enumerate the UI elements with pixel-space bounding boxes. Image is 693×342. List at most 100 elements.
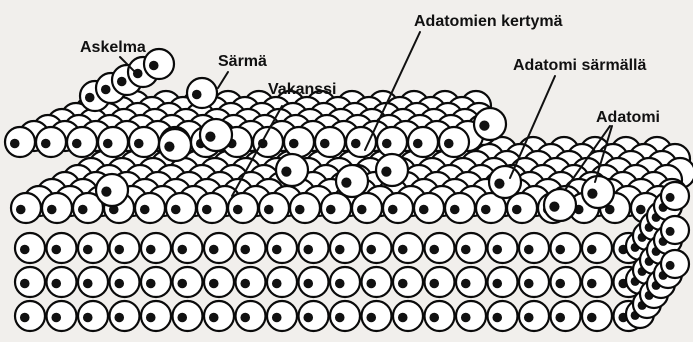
face-atom bbox=[299, 267, 329, 297]
face-atom bbox=[47, 267, 77, 297]
face-atom bbox=[456, 301, 486, 331]
surface-atom bbox=[135, 193, 165, 223]
face-atom bbox=[582, 301, 612, 331]
face-atom bbox=[47, 233, 77, 263]
surface-atom bbox=[42, 193, 72, 223]
surface-atom bbox=[352, 193, 382, 223]
face-atom bbox=[362, 233, 392, 263]
upper-terrace-atom bbox=[5, 127, 35, 157]
face-atom bbox=[551, 301, 581, 331]
upper-terrace-atom bbox=[98, 127, 128, 157]
face-atom bbox=[393, 267, 423, 297]
adatom-cluster-atom bbox=[276, 154, 308, 186]
edge-adatom bbox=[489, 166, 521, 198]
adatom bbox=[159, 129, 191, 161]
face-atom bbox=[425, 233, 455, 263]
label-cluster: Adatomien kertymä bbox=[414, 13, 563, 30]
face-atom bbox=[393, 233, 423, 263]
surface-atom bbox=[228, 193, 258, 223]
adatom-cluster-atom bbox=[336, 165, 368, 197]
edge-atom bbox=[187, 78, 217, 108]
adatom bbox=[96, 174, 128, 206]
adatom bbox=[474, 108, 506, 140]
surface-atom bbox=[414, 193, 444, 223]
face-atom bbox=[519, 233, 549, 263]
face-atom bbox=[110, 233, 140, 263]
side-atom bbox=[661, 182, 689, 210]
face-atom bbox=[15, 233, 45, 263]
face-atom bbox=[204, 233, 234, 263]
face-atom bbox=[204, 301, 234, 331]
face-atom bbox=[236, 233, 266, 263]
face-atom bbox=[236, 301, 266, 331]
surface-atom bbox=[259, 193, 289, 223]
upper-terrace-atom bbox=[284, 127, 314, 157]
face-atom bbox=[141, 233, 171, 263]
face-atom bbox=[78, 267, 108, 297]
face-atom bbox=[173, 301, 203, 331]
face-atom bbox=[582, 267, 612, 297]
face-atom bbox=[299, 233, 329, 263]
face-atom bbox=[236, 267, 266, 297]
face-atom bbox=[425, 301, 455, 331]
face-atom bbox=[47, 301, 77, 331]
face-atom bbox=[330, 267, 360, 297]
surface-atom bbox=[383, 193, 413, 223]
label-vacancy: Vakanssi bbox=[268, 81, 337, 98]
face-atom bbox=[488, 301, 518, 331]
upper-terrace-atom bbox=[439, 127, 469, 157]
face-atom bbox=[141, 301, 171, 331]
upper-terrace-atom bbox=[67, 127, 97, 157]
adatom-cluster-atom bbox=[376, 154, 408, 186]
face-atom bbox=[15, 301, 45, 331]
face-atom bbox=[551, 233, 581, 263]
face-atom bbox=[173, 233, 203, 263]
upper-terrace-atom bbox=[346, 127, 376, 157]
face-atom bbox=[488, 267, 518, 297]
face-atom bbox=[488, 233, 518, 263]
face-atom bbox=[519, 267, 549, 297]
face-atom bbox=[299, 301, 329, 331]
face-atom bbox=[267, 267, 297, 297]
face-atom bbox=[362, 301, 392, 331]
label-edge: Särmä bbox=[218, 53, 267, 70]
side-atom bbox=[661, 250, 689, 278]
step-atom bbox=[144, 49, 174, 79]
label-edge-adatom: Adatomi särmällä bbox=[513, 57, 646, 74]
adatom bbox=[544, 189, 576, 221]
leader-edge bbox=[218, 72, 228, 88]
face-atom bbox=[456, 233, 486, 263]
face-atom bbox=[456, 267, 486, 297]
surface-atom bbox=[445, 193, 475, 223]
surface-atom bbox=[197, 193, 227, 223]
face-atom bbox=[362, 267, 392, 297]
face-atom bbox=[173, 267, 203, 297]
surface-atom bbox=[11, 193, 41, 223]
upper-terrace-atom bbox=[36, 127, 66, 157]
face-atom bbox=[330, 301, 360, 331]
face-atom bbox=[519, 301, 549, 331]
face-atom bbox=[78, 233, 108, 263]
face-atom bbox=[15, 267, 45, 297]
face-atom bbox=[425, 267, 455, 297]
face-atom bbox=[78, 301, 108, 331]
face-atom bbox=[110, 301, 140, 331]
face-atom bbox=[582, 233, 612, 263]
surface-atom bbox=[321, 193, 351, 223]
adatom bbox=[200, 119, 232, 151]
adatom bbox=[582, 176, 614, 208]
face-atom bbox=[141, 267, 171, 297]
surface-atom bbox=[290, 193, 320, 223]
label-step: Askelma bbox=[80, 39, 146, 56]
label-adatom: Adatomi bbox=[596, 109, 660, 126]
side-atom bbox=[661, 216, 689, 244]
upper-terrace-atom bbox=[408, 127, 438, 157]
face-atom bbox=[330, 233, 360, 263]
upper-terrace-atom bbox=[315, 127, 345, 157]
face-atom bbox=[110, 267, 140, 297]
face-atom bbox=[551, 267, 581, 297]
face-atom bbox=[393, 301, 423, 331]
face-atom bbox=[267, 301, 297, 331]
surface-atom bbox=[166, 193, 196, 223]
